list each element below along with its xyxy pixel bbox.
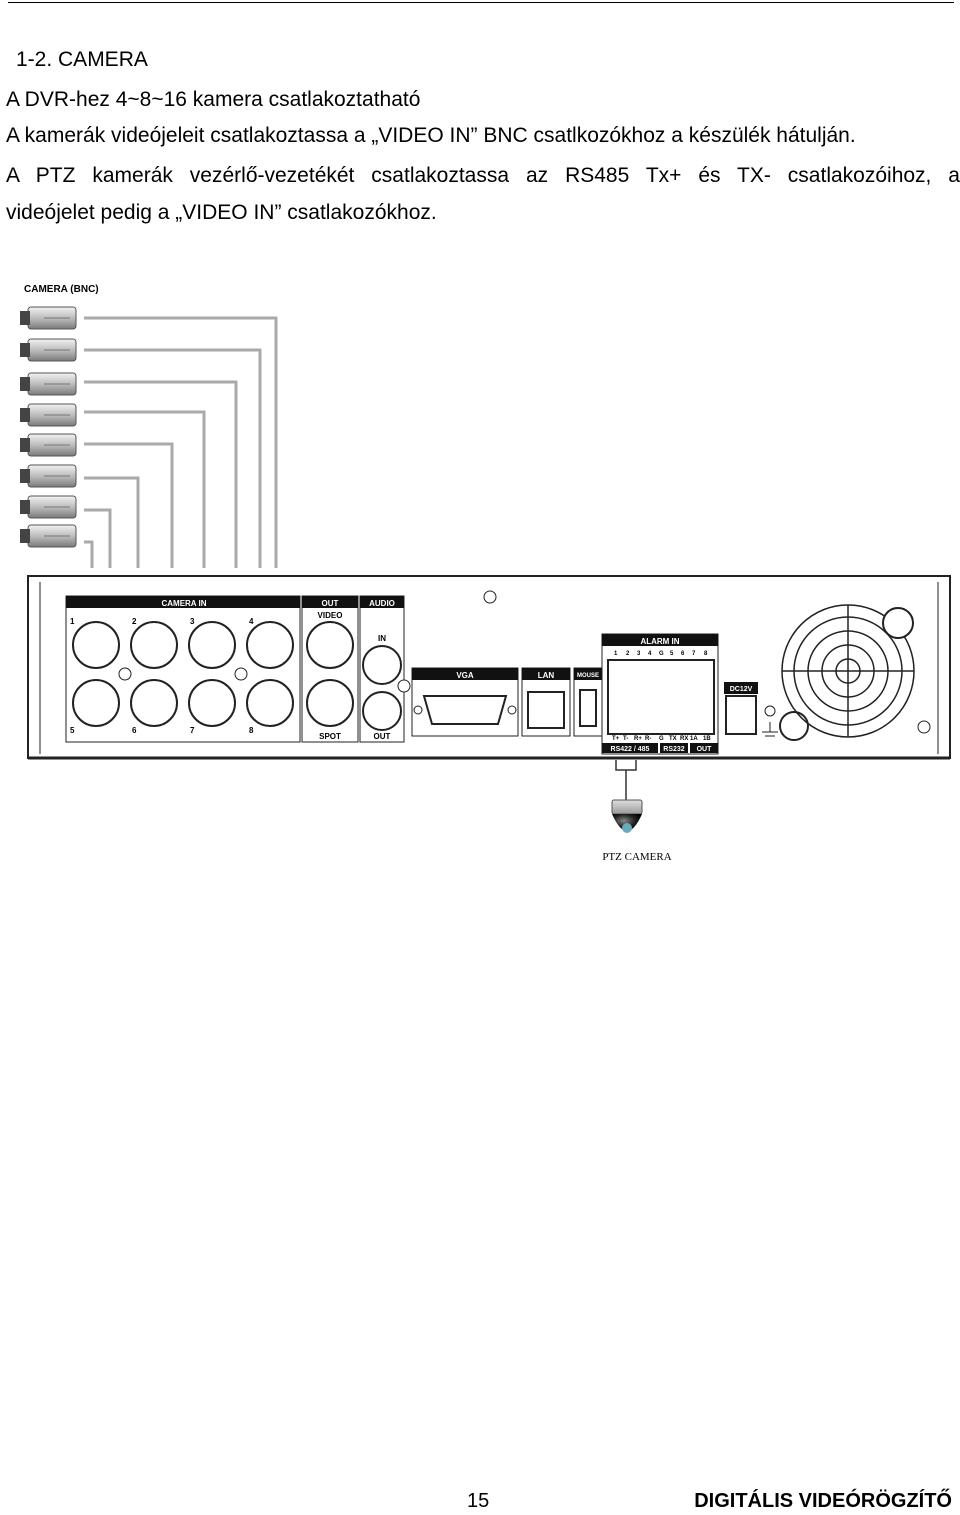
svg-text:TX: TX: [669, 736, 677, 742]
svg-text:1: 1: [614, 651, 618, 657]
paragraph-line-1: A DVR-hez 4~8~16 kamera csatlakoztatható: [6, 88, 421, 111]
camera-1-icon: [20, 306, 77, 330]
dvr-rear-panel-diagram: CAMERA (BNC): [20, 284, 951, 863]
audio-block: AUDIO IN OUT: [359, 595, 405, 743]
svg-text:4: 4: [249, 617, 254, 626]
svg-text:5: 5: [70, 726, 75, 735]
channel-numbers: 1 2 3 4 5 6 7 8: [70, 617, 254, 735]
paragraph-line-3: A PTZ kamerák vezérlő-vezetékét csatlako…: [6, 164, 960, 187]
paragraph-line-4: videójelet pedig a „VIDEO IN” csatlakozó…: [6, 201, 437, 224]
svg-text:6: 6: [132, 726, 137, 735]
camera-8-icon: [20, 524, 77, 548]
svg-text:3: 3: [190, 617, 195, 626]
dc12v-port: DC12V: [724, 682, 758, 735]
rs422-label: RS422 / 485: [611, 746, 650, 753]
svg-text:8: 8: [249, 726, 254, 735]
vga-label: VGA: [456, 671, 474, 680]
svg-text:T+: T+: [612, 736, 620, 742]
svg-text:1B: 1B: [703, 736, 711, 742]
vga-port: VGA: [411, 667, 519, 737]
out-label: OUT: [322, 599, 339, 608]
ptz-dome-camera-icon: [611, 799, 643, 833]
page-number: 15: [467, 1490, 490, 1512]
svg-text:7: 7: [190, 726, 195, 735]
audio-label: AUDIO: [369, 599, 395, 608]
ptz-cable: [615, 760, 637, 800]
mouse-port: MOUSE: [573, 667, 603, 737]
svg-text:T-: T-: [623, 736, 628, 742]
dc12v-label: DC12V: [730, 686, 753, 693]
section-heading: 1-2. CAMERA: [16, 48, 148, 71]
camera-2-icon: [20, 338, 77, 362]
camera-7-icon: [20, 495, 77, 519]
fan-grill-icon: [781, 604, 915, 738]
svg-text:R+: R+: [634, 736, 642, 742]
camera-in-label: CAMERA IN: [161, 599, 206, 608]
svg-text:1: 1: [70, 617, 75, 626]
audio-out-label: OUT: [374, 732, 391, 741]
screw-hole: [483, 590, 497, 604]
svg-text:7: 7: [692, 651, 696, 657]
bnc-connectors: [72, 621, 294, 727]
screw-hole: [917, 720, 931, 734]
footer-title: DIGITÁLIS VIDEÓRÖGZÍTŐ: [694, 1490, 952, 1512]
camera-5-icon: [20, 433, 77, 457]
top-rule: [8, 2, 954, 3]
ptz-camera-label: PTZ CAMERA: [602, 851, 671, 863]
svg-text:1A: 1A: [690, 736, 698, 742]
svg-text:2: 2: [132, 617, 137, 626]
svg-text:G: G: [659, 736, 664, 742]
camera-in-block: CAMERA IN: [65, 595, 301, 743]
svg-text:RX: RX: [680, 736, 688, 742]
alarm-in-numbers: 1 2 3 4 G 5 6 7 8: [614, 651, 708, 657]
video-label: VIDEO: [318, 611, 343, 620]
camera-6-icon: [20, 464, 77, 488]
camera-bnc-label: CAMERA (BNC): [24, 284, 99, 295]
power-switch: [779, 711, 809, 741]
svg-text:4: 4: [648, 651, 652, 657]
rs232-label: RS232: [663, 746, 685, 753]
svg-text:R-: R-: [645, 736, 651, 742]
audio-in-label: IN: [378, 634, 386, 643]
camera-3-icon: [20, 372, 77, 396]
camera-4-icon: [20, 403, 77, 427]
alarm-terminal-block: ALARM IN 1 2 3 4 G 5 6 7 8 T+ T- R+ R- G…: [601, 633, 719, 755]
video-out-block: OUT VIDEO SPOT: [301, 595, 359, 743]
mouse-label: MOUSE: [577, 673, 599, 679]
svg-text:3: 3: [637, 651, 641, 657]
alarm-out-label: OUT: [697, 746, 713, 753]
svg-text:6: 6: [681, 651, 685, 657]
svg-text:8: 8: [704, 651, 708, 657]
alarm-in-label: ALARM IN: [640, 637, 679, 646]
svg-text:5: 5: [670, 651, 674, 657]
lan-label: LAN: [538, 671, 555, 680]
terminal-labels: T+ T- R+ R- G TX RX 1A 1B: [612, 736, 711, 742]
screw-hole: [397, 679, 411, 693]
svg-text:2: 2: [626, 651, 630, 657]
ground-icon: [762, 705, 778, 737]
lan-port: LAN: [521, 667, 571, 737]
paragraph-line-2: A kamerák videójeleit csatlakoztassa a „…: [6, 124, 856, 147]
svg-text:G: G: [659, 651, 664, 657]
spot-label: SPOT: [319, 732, 341, 741]
screw-hole: [882, 607, 914, 639]
camera-cables: [84, 316, 278, 568]
